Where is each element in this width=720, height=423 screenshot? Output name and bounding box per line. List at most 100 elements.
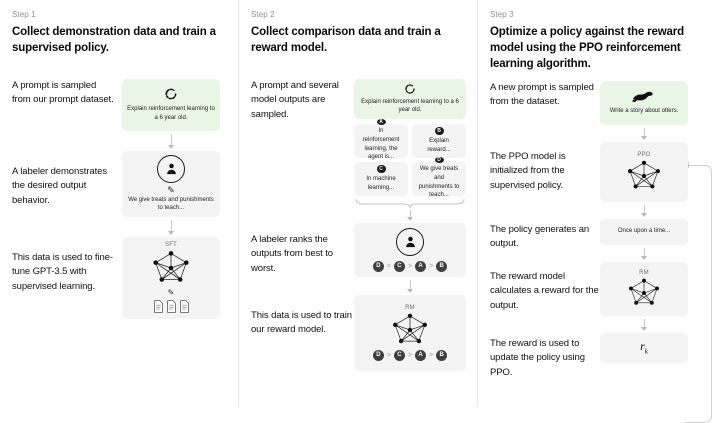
step-2-title: Collect comparison data and train a rewa… xyxy=(251,26,441,54)
step-2-flow-prompt: Explain reinforcement learning to a 6 ye… xyxy=(353,78,467,223)
policy-output-text: Once upon a time... xyxy=(617,228,671,235)
step-2-flow-labeler: D > C > A > B xyxy=(353,222,467,295)
person-avatar-icon xyxy=(396,227,424,256)
step-3-flow: A new prompt is sampled from the dataset… xyxy=(488,80,712,423)
circular-arrows-icon xyxy=(405,83,415,94)
sft-model-label: SFT xyxy=(165,242,177,249)
output-text-d: We give treats and punishments to teach.… xyxy=(418,166,460,199)
circular-arrows-icon xyxy=(165,88,177,100)
reward-symbol-subscript: k xyxy=(644,347,648,356)
rm-model-card-step3[interactable]: RM xyxy=(600,261,688,316)
step-1-flow: A prompt is sampled from our prompt data… xyxy=(10,78,228,319)
step-3-caption-3: The reward model calculates a reward for… xyxy=(490,270,599,312)
step-2-caption-1: A labeler ranks the outputs from best to… xyxy=(251,233,333,275)
arrow-step3-b xyxy=(641,204,647,217)
neural-network-icon xyxy=(628,160,660,189)
output-option-c[interactable]: C In machine learning... xyxy=(354,161,408,196)
step-3-column: Step 3 Optimize a policy against the rew… xyxy=(477,0,720,423)
rank-badge-1: D xyxy=(372,260,384,272)
step-3-caption-1: The PPO model is initialized from the su… xyxy=(490,150,566,192)
policy-output-card[interactable]: Once upon a time... xyxy=(600,218,688,245)
output-option-d[interactable]: D We give treats and punishments to teac… xyxy=(412,157,466,198)
step-3-label: Step 3 xyxy=(490,10,514,19)
step-2-flow: A prompt and several model outputs are s… xyxy=(249,78,467,371)
rank-separator: > xyxy=(429,262,434,270)
step-3-row-reward: The reward is used to update the policy … xyxy=(488,332,710,381)
step-1-flow-labeler: ✎ We give treats and punishments to teac… xyxy=(114,150,228,237)
step-3-flow-ppo: PPO xyxy=(600,141,710,219)
step-3-row-output: The policy generates an output. Once upo… xyxy=(488,218,710,262)
step-2-caption-0: A prompt and several model outputs are s… xyxy=(251,79,339,121)
step-1-caption-0: A prompt is sampled from our prompt data… xyxy=(12,79,114,106)
neural-network-icon xyxy=(393,313,427,344)
arrow-step3-a xyxy=(641,127,647,140)
prompt-card-step3-text: Write a story about otters. xyxy=(609,107,679,114)
output-badge-d: D xyxy=(434,157,444,164)
rm-model-label: RM xyxy=(639,269,649,276)
arrow-step2-b xyxy=(407,279,413,293)
reward-symbol: rk xyxy=(640,339,648,355)
arrow-step3-c xyxy=(641,247,647,260)
rank-badge-4: B xyxy=(436,260,448,272)
step-3-flow-prompt: Write a story about otters. xyxy=(600,80,710,142)
step-3-caption-0: A new prompt is sampled from the dataset… xyxy=(490,81,594,108)
step-1-caption-1: A labeler demonstrates the desired outpu… xyxy=(12,165,107,207)
rank-badge-3: A xyxy=(415,260,427,272)
output-text-b: Explain reward... xyxy=(427,138,451,154)
step-2-caption-2: This data is used to train our reward mo… xyxy=(251,309,352,336)
merge-brace xyxy=(354,196,466,208)
person-avatar-icon xyxy=(157,154,185,183)
step-2-row-rm: This data is used to train our reward mo… xyxy=(249,294,467,371)
prompt-card-step2[interactable]: Explain reinforcement learning to a 6 ye… xyxy=(354,78,466,119)
step-3-row-rm: The reward model calculates a reward for… xyxy=(488,261,710,333)
labeler-card-step1[interactable]: ✎ We give treats and punishments to teac… xyxy=(122,150,220,217)
arrow-step1-a xyxy=(168,133,174,149)
neural-network-icon xyxy=(153,251,189,283)
step-1-row-prompt: A prompt is sampled from our prompt data… xyxy=(10,78,228,151)
step-2-row-prompt: A prompt and several model outputs are s… xyxy=(249,78,467,223)
rank-separator: > xyxy=(407,351,413,359)
step-3-caption-4: The reward is used to update the policy … xyxy=(490,337,585,379)
step-1-row-sft: This data is used to fine-tune GPT-3.5 w… xyxy=(10,236,228,319)
documents-icon xyxy=(153,300,190,313)
labeler-card-step1-text: We give treats and punishments to teach.… xyxy=(128,196,214,212)
ranking-row-labeler: D > C > A > B xyxy=(372,260,448,272)
rank-separator: > xyxy=(429,351,434,359)
ppo-model-card[interactable]: PPO xyxy=(600,141,688,202)
rank-separator: > xyxy=(386,351,391,359)
reward-value-card[interactable]: rk xyxy=(600,332,688,363)
step-1-flow-sft: SFT ✎ xyxy=(114,236,228,319)
prompt-card-step3[interactable]: Write a story about otters. xyxy=(600,80,688,125)
step-1-caption-2: This data is used to fine-tune GPT-3.5 w… xyxy=(12,251,113,293)
step-3-flow-reward: rk xyxy=(600,332,710,363)
pencil-icon: ✎ xyxy=(167,184,175,195)
model-outputs-grid: A In reinforcement learning, the agent i… xyxy=(354,119,466,198)
otter-icon xyxy=(632,91,653,102)
pencil-icon: ✎ xyxy=(167,288,175,298)
output-option-b[interactable]: B Explain reward... xyxy=(412,123,466,158)
step-1-column: Step 1 Collect demonstration data and tr… xyxy=(0,0,238,407)
output-badge-b: B xyxy=(434,126,444,136)
step-3-title: Optimize a policy against the reward mod… xyxy=(490,26,684,70)
output-option-a[interactable]: A In reinforcement learning, the agent i… xyxy=(354,119,408,160)
rank-badge-2: C xyxy=(393,260,405,272)
rank-badge-3: A xyxy=(415,349,427,361)
sft-model-card[interactable]: SFT ✎ xyxy=(122,236,220,319)
rm-model-card-step2[interactable]: RM D xyxy=(354,294,466,371)
output-badge-c: C xyxy=(376,164,386,174)
reward-symbol-base: r xyxy=(640,339,645,354)
arrow-step2-a xyxy=(407,209,413,221)
labeler-card-step2[interactable]: D > C > A > B xyxy=(354,222,466,277)
step-1-label: Step 1 xyxy=(12,10,36,19)
ppo-model-label: PPO xyxy=(637,151,651,158)
prompt-card-step1[interactable]: Explain reinforcement learning to a 6 ye… xyxy=(122,78,220,131)
output-text-a: In reinforcement learning, the agent is.… xyxy=(362,128,400,161)
arrow-step3-d xyxy=(641,318,647,331)
step-2-row-labeler: A labeler ranks the outputs from best to… xyxy=(249,222,467,295)
arrow-step1-b xyxy=(168,219,174,235)
neural-network-icon xyxy=(629,278,659,305)
prompt-card-step2-text: Explain reinforcement learning to a 6 ye… xyxy=(361,98,459,114)
output-badge-a: A xyxy=(376,119,386,126)
step-1-flow-prompt: Explain reinforcement learning to a 6 ye… xyxy=(114,78,228,151)
